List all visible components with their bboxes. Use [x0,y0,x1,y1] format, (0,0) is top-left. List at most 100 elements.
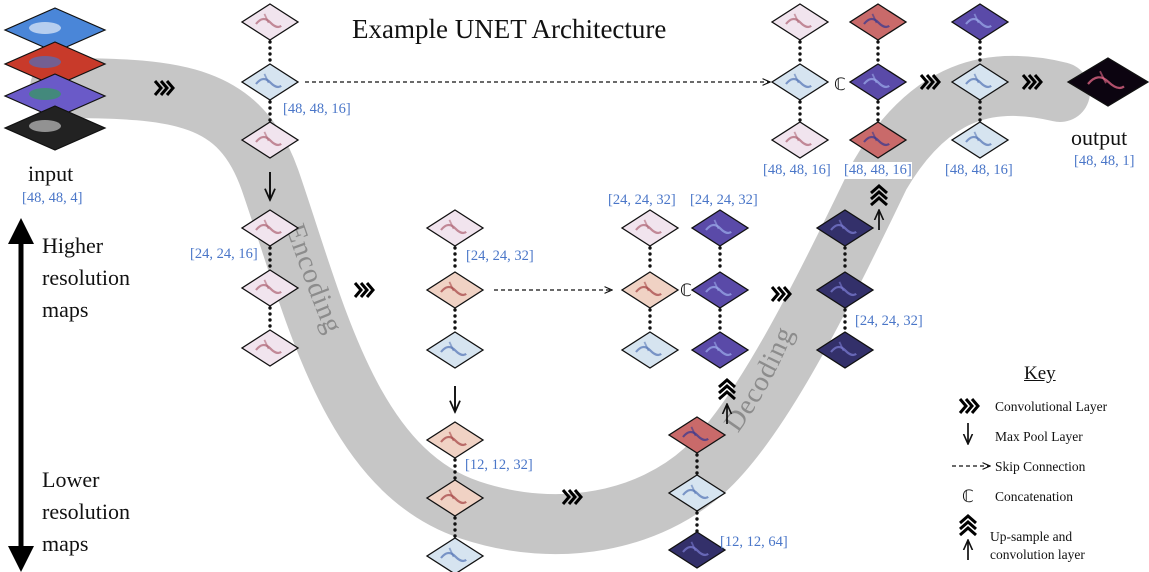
unet-band [30,55,1090,555]
enc2-map-3 [240,329,300,367]
dec1-conv-links-b [978,100,982,122]
key-title: Key [1024,363,1056,384]
shape-bottleneck: [12, 12, 64] [720,534,788,550]
feature-map-links [268,40,982,538]
concat-symbol-1: ℂ [834,75,846,94]
conv-glyph-6 [1021,74,1043,90]
key-conv-label: Convolutional Layer [995,399,1108,414]
enc4-map-3 [425,537,485,572]
output-shape: [48, 48, 1] [1074,153,1135,169]
enc1-links-a [268,40,272,62]
dec1-conv-map-2 [950,63,1010,101]
dec2-skip-map-2 [620,271,680,309]
shape-enc2: [24, 24, 16] [190,246,258,262]
shape-dec2-conv: [24, 24, 32] [855,313,923,329]
shape-enc4: [12, 12, 32] [465,457,533,473]
shape-dec2-skip: [24, 24, 32] [608,192,676,208]
dec1-conv-map-3 [950,121,1010,159]
dec2-skip-links-a [648,246,652,268]
enc1-links-b [268,100,272,122]
dec1-conv-map-1 [950,3,1010,41]
enc2-links-a [268,246,272,268]
feature-map-tiles [3,3,1149,572]
dec1-up-links-a [876,40,880,62]
upsample-glyph-1 [718,378,736,424]
enc4-map-1 [425,421,485,459]
bottleneck-map-1 [667,416,727,454]
dec1-up-links-b [876,100,880,122]
key-maxpool-label: Max Pool Layer [995,429,1083,444]
dec2-conv-map-2 [815,271,875,309]
enc3-links-a [453,246,457,268]
input-stack [3,7,107,151]
higher-resolution-label: Higher resolution maps [42,233,130,322]
concat-symbol-2: ℂ [680,281,692,300]
enc4-links-b [453,516,457,538]
enc3-map-3 [425,331,485,369]
shape-dec1-up: [48, 48, 16] [844,162,912,179]
output-map [1066,57,1149,107]
dec1-conv-links-a [978,40,982,62]
dec2-conv-map-3 [815,331,875,369]
dec2-skip-map-1 [620,209,680,247]
enc2-map-2 [240,269,300,307]
dec1-skip-map-2 [770,63,830,101]
enc4-map-2 [425,479,485,517]
dec1-skip-map-3 [770,121,830,159]
conv-glyph-4 [770,286,792,302]
input-label: input [28,161,74,186]
enc4-links-a [453,458,457,480]
enc2-map-1 [240,209,300,247]
key-skip-label: Skip Connection [995,459,1086,474]
dec2-skip-map-3 [620,331,680,369]
enc3-links-b [453,308,457,330]
shape-dec2-up: [24, 24, 32] [690,192,758,208]
shape-enc3: [24, 24, 32] [466,248,534,264]
enc1-map-1 [240,3,300,41]
conv-glyph-1 [153,80,175,96]
enc3-map-1 [425,209,485,247]
dec2-up-links-b [718,308,722,330]
shape-dec1-skip: [48, 48, 16] [763,162,831,178]
dec1-up-map-3 [848,121,908,159]
dec2-up-map-3 [690,331,750,369]
enc1-map-3 [240,121,300,159]
conv-glyph-2 [353,282,375,298]
lower-resolution-label: Lower resolution maps [42,467,130,556]
bottleneck-map-2 [667,474,727,512]
dec1-up-map-2 [848,63,908,101]
dec2-skip-links-b [648,308,652,330]
dec2-conv-links-b [843,308,847,330]
dec1-up-map-1 [848,3,908,41]
bottleneck-map-3 [667,531,727,569]
enc2-links-b [268,306,272,328]
dec2-conv-map-1 [815,209,875,247]
dec1-skip-map-1 [770,3,830,41]
skip-connections [305,82,770,290]
key-upsample-glyph [959,514,977,560]
enc3-map-2 [425,271,485,309]
dec2-up-map-2 [690,271,750,309]
key-upsample-label: Up-sample and convolution layer [990,529,1085,562]
dec1-skip-links-b [798,100,802,122]
figure-title: Example UNET Architecture [352,14,667,44]
enc1-map-2 [240,63,300,101]
bottleneck-links-a [695,453,699,475]
dec2-conv-links-a [843,246,847,268]
resolution-axis-arrow [8,218,34,572]
key-concat-label: Concatenation [995,489,1073,504]
dec1-skip-links-a [798,40,802,62]
dec2-up-map-1 [690,209,750,247]
shape-dec1-conv: [48, 48, 16] [945,162,1013,178]
input-shape: [48, 48, 4] [22,190,83,206]
output-label: output [1071,125,1128,150]
key-conv-glyph [958,398,980,414]
dec2-up-links-a [718,246,722,268]
shape-enc1: [48, 48, 16] [283,101,351,117]
upsample-glyph-2 [870,184,888,230]
conv-glyph-3 [561,489,583,505]
conv-glyph-5 [919,74,941,90]
operation-glyphs: ℂℂℂ [153,74,1043,560]
